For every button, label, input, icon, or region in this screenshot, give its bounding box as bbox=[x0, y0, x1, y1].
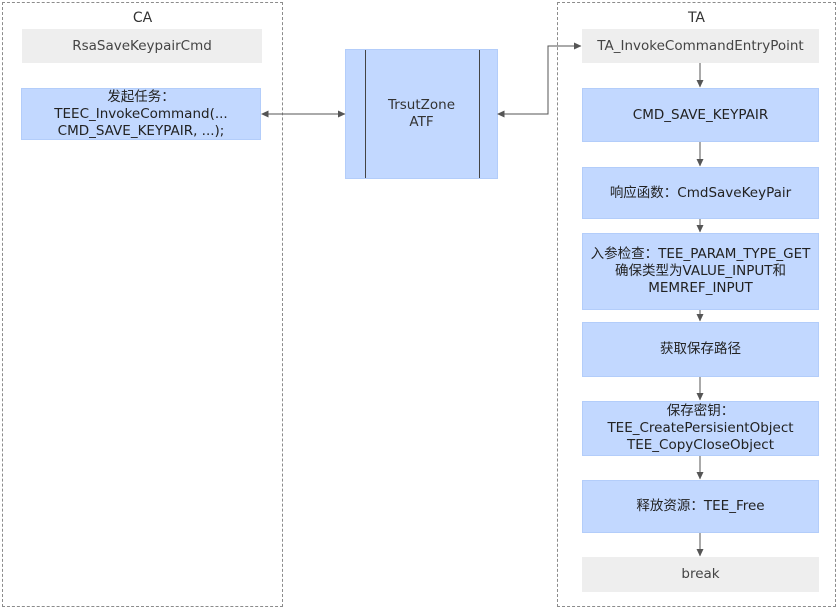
ta-step-param-check: 入参检查：TEE_PARAM_TYPE_GET 确保类型为VALUE_INPUT… bbox=[582, 233, 819, 310]
ta-step-response-function: 响应函数：CmdSaveKeyPair bbox=[582, 167, 819, 219]
trustzone-right-divider bbox=[479, 50, 480, 178]
ta-step-label: CMD_SAVE_KEYPAIR bbox=[632, 106, 769, 123]
ta-step-cmd-save-keypair: CMD_SAVE_KEYPAIR bbox=[582, 88, 819, 142]
ta-break-label: break bbox=[681, 566, 720, 582]
ca-cmd-box: RsaSaveKeypairCmd bbox=[22, 29, 262, 63]
ta-step-label: 入参检查：TEE_PARAM_TYPE_GET 确保类型为VALUE_INPUT… bbox=[590, 246, 811, 296]
ca-invoke-box: 发起任务：TEEC_InvokeCommand(... CMD_SAVE_KEY… bbox=[21, 88, 261, 140]
ca-cmd-label: RsaSaveKeypairCmd bbox=[72, 37, 212, 54]
ta-step-label: 保存密钥： TEE_CreatePersisientObject TEE_Cop… bbox=[607, 403, 794, 453]
ta-lane-title: TA bbox=[687, 10, 706, 26]
ta-entry-label: TA_InvokeCommandEntryPoint bbox=[597, 37, 804, 54]
trustzone-left-divider bbox=[365, 50, 366, 178]
trustzone-label: TrsutZone ATF bbox=[346, 50, 497, 178]
ta-step-label: 释放资源：TEE_Free bbox=[636, 498, 765, 514]
ta-step-label: 获取保存路径 bbox=[660, 341, 741, 357]
ta-step-get-save-path: 获取保存路径 bbox=[582, 322, 819, 377]
ta-lane: TA bbox=[557, 2, 836, 607]
ta-step-label: 响应函数：CmdSaveKeyPair bbox=[609, 184, 792, 201]
ta-entry-box: TA_InvokeCommandEntryPoint bbox=[582, 29, 819, 63]
ca-invoke-label: 发起任务：TEEC_InvokeCommand(... CMD_SAVE_KEY… bbox=[54, 88, 228, 139]
trustzone-atf-box: TrsutZone ATF bbox=[345, 49, 498, 179]
trustzone-label-line2: ATF bbox=[409, 114, 434, 130]
ca-lane-title: CA bbox=[132, 10, 153, 26]
ca-lane: CA bbox=[2, 2, 283, 607]
ta-step-release-resources: 释放资源：TEE_Free bbox=[582, 480, 819, 533]
ta-break-box: break bbox=[582, 557, 819, 592]
ta-step-save-key: 保存密钥： TEE_CreatePersisientObject TEE_Cop… bbox=[582, 401, 819, 456]
trustzone-label-line1: TrsutZone bbox=[387, 97, 456, 113]
